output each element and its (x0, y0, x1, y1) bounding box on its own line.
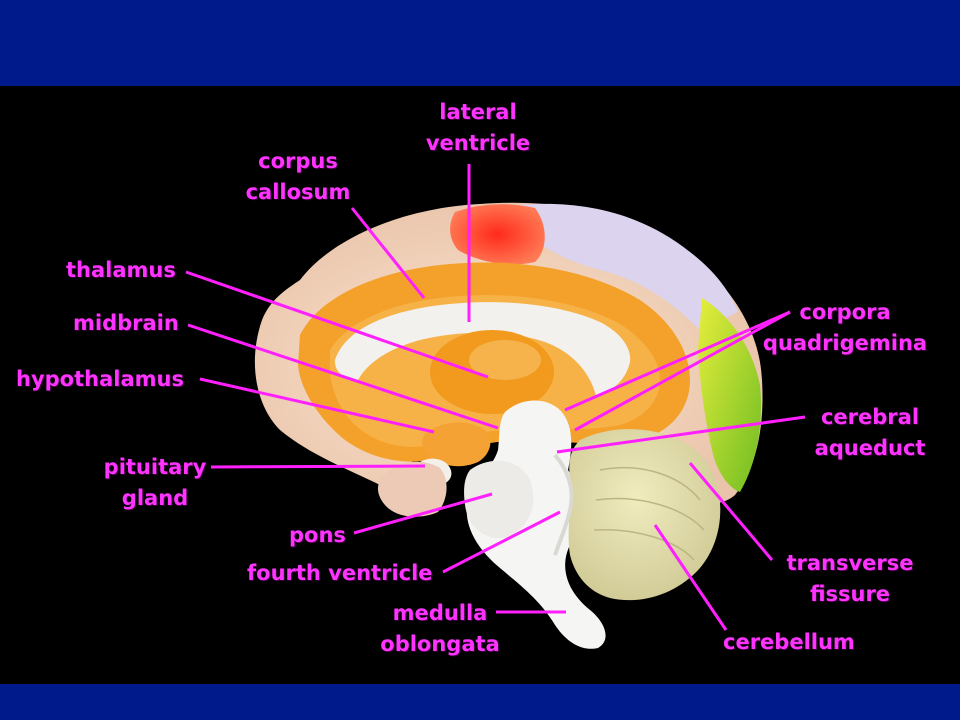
occipital-lilac-region (520, 203, 738, 330)
leader-transverse-fissure (688, 462, 774, 561)
label-thalamus: thalamus (66, 258, 176, 282)
leader-thalamus (185, 270, 489, 379)
cerebrum (254, 202, 763, 504)
frontal-red-region (450, 204, 545, 265)
leader-fourth-ventricle (442, 510, 561, 574)
leader-hypothalamus (199, 377, 435, 434)
label-midbrain: midbrain (73, 311, 179, 335)
pons-bulge (464, 460, 534, 539)
cerebellum-folia (593, 466, 705, 561)
label-pons: pons (289, 523, 346, 547)
bottom-band (0, 684, 960, 720)
leader-corpus-callosum (350, 207, 426, 299)
top-band (0, 0, 960, 86)
corpus-callosum-shape (334, 302, 631, 396)
label-fourth-ventricle: fourth ventricle (247, 561, 433, 585)
cerebellum-shape (568, 429, 721, 601)
temporal-lobe-shape (377, 461, 447, 517)
leader-pons (353, 492, 493, 535)
leader-corpora-quadrigemina-2 (574, 310, 791, 432)
leader-cerebellum (653, 524, 728, 631)
fourth-ventricle-shape (553, 453, 574, 556)
cerebellum-group (553, 429, 721, 601)
leader-corpora-quadrigemina-1 (564, 310, 791, 412)
label-cerebellum: cerebellum (723, 630, 855, 654)
thalamus-highlight (469, 340, 541, 380)
leader-cerebral-aqueduct (556, 415, 806, 454)
leader-lines (185, 164, 806, 631)
leader-pituitary-gland (210, 464, 426, 469)
leader-midbrain (187, 323, 499, 430)
hypothalamus-shape (422, 422, 491, 467)
label-hypothalamus: hypothalamus (16, 367, 184, 391)
